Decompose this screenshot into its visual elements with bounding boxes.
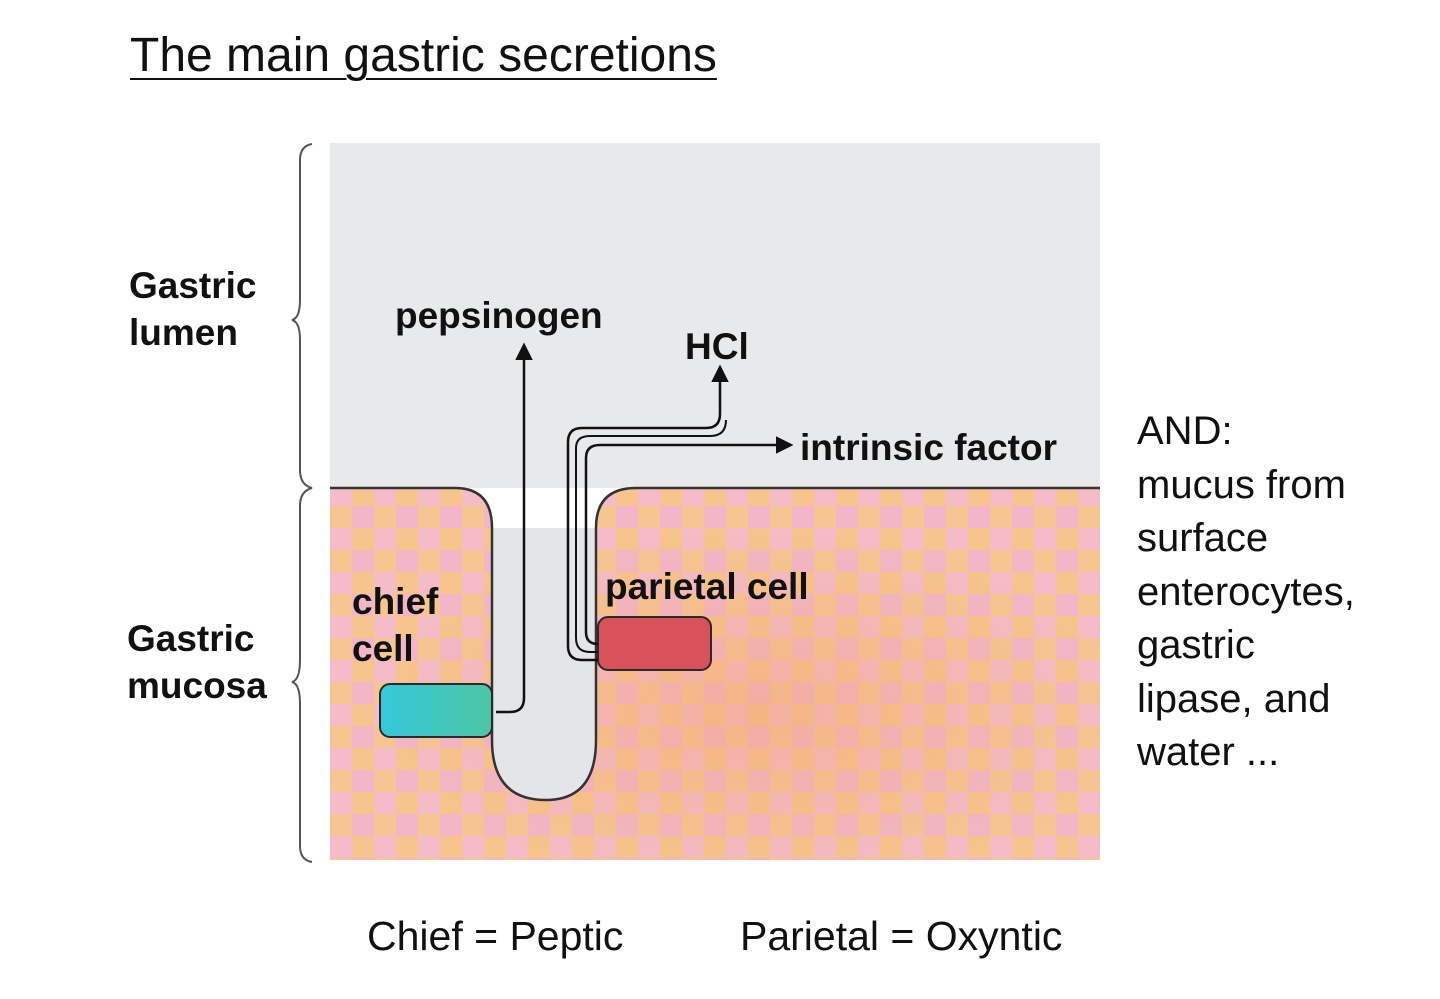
note-line: lipase, and [1137,676,1331,721]
chief-cell-label-line: cell [352,628,414,669]
gastric-mucosa-label-line: mucosa [127,665,267,706]
note-line: mucus from [1137,462,1346,507]
intrinsic-factor-label: intrinsic factor [800,427,1057,468]
gastric-pit [492,528,596,800]
hcl-arrow [566,364,729,662]
pepsinogen-label: pepsinogen [395,295,603,336]
gastric-lumen-label-line: lumen [129,312,238,353]
gastric-mucosa-label-line: Gastric [127,618,255,659]
chief-cell-label: chief cell [352,578,438,672]
gastric-lumen-label-line: Gastric [129,265,257,306]
page-title: The main gastric secretions [130,29,717,82]
pepsinogen-arrow [496,342,533,714]
parietal-cell [597,616,712,671]
note-line: gastric [1137,623,1255,667]
hcl-label: HCl [685,326,749,367]
region-brace [291,143,313,863]
note-line: water ... [1137,730,1280,774]
note-line: AND: [1137,409,1233,453]
chief-cell [379,683,493,738]
gastric-lumen-label: Gastric lumen [129,262,257,356]
chief-cell-label-line: chief [352,581,439,622]
gastric-lumen-area [330,143,1100,488]
mucosa-surface-outline [330,486,1100,802]
intrinsic-factor-arrow [584,436,794,646]
additional-secretions-note: AND: mucus from surface enterocytes, gas… [1137,405,1355,780]
note-line: surface [1137,516,1269,560]
chief-caption: Chief = Peptic [367,913,624,959]
parietal-caption: Parietal = Oxyntic [740,913,1063,959]
note-line: enterocytes, [1137,569,1355,614]
gastric-mucosa-label: Gastric mucosa [127,615,267,709]
parietal-cell-label: parietal cell [605,566,809,607]
